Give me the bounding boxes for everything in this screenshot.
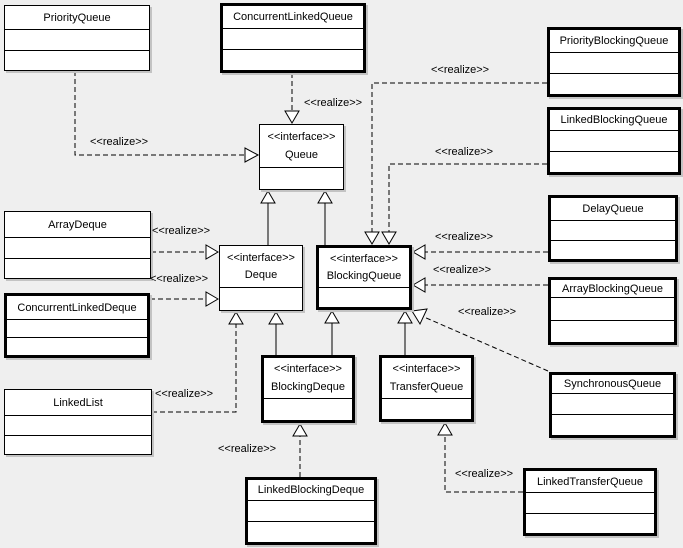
- methods-compartment: [526, 512, 654, 534]
- class-name: LinkedTransferQueue: [537, 475, 643, 488]
- members-compartment: [264, 398, 352, 420]
- realize-label: <<realize>>: [433, 264, 492, 276]
- members-compartment: [220, 287, 302, 310]
- class-box-arrayblockingqueue: ArrayBlockingQueue: [548, 277, 677, 345]
- class-name: Deque: [244, 269, 278, 282]
- stereotype-label: <<interface>>: [267, 131, 336, 143]
- stereotype-label: <<interface>>: [392, 363, 461, 376]
- class-box-linkedblockingqueue: LinkedBlockingQueue: [547, 107, 681, 175]
- methods-compartment: [5, 434, 151, 455]
- attributes-compartment: [248, 500, 374, 521]
- stereotype-label: <<interface>>: [227, 251, 295, 264]
- generalization-transferqueue-blockingqueue: [397, 310, 413, 355]
- realize-label: <<realize>>: [304, 97, 363, 109]
- class-name: LinkedBlockingDeque: [257, 484, 365, 496]
- class-box-linkedlist: LinkedList: [4, 389, 152, 455]
- realize-label: <<realize>>: [455, 468, 514, 480]
- class-name: ConcurrentLinkedQueue: [233, 11, 353, 23]
- class-name: ConcurrentLinkedDeque: [17, 301, 137, 314]
- methods-compartment: [7, 337, 147, 355]
- realize-arraydeque-deque: [151, 244, 219, 260]
- stereotype-label: <<interface>>: [274, 363, 342, 376]
- class-box-priorityqueue: PriorityQueue: [4, 5, 150, 71]
- methods-compartment: [551, 239, 675, 260]
- class-box-arraydeque: ArrayDeque: [4, 211, 151, 279]
- class-name: SynchronousQueue: [563, 378, 662, 390]
- realize-linkedtransferqueue-transferqueue: [437, 422, 523, 493]
- class-name: LinkedBlockingQueue: [560, 114, 668, 126]
- members-compartment: [319, 287, 409, 307]
- generalization-blockingdeque-blockingqueue: [324, 310, 340, 355]
- generalization-blockingdeque-deque: [268, 311, 284, 355]
- attributes-compartment: [552, 393, 673, 414]
- realize-label: <<realize>>: [431, 64, 490, 76]
- realize-label: <<realize>>: [90, 136, 149, 148]
- attributes-compartment: [5, 415, 151, 435]
- class-name: ArrayDeque: [48, 218, 107, 231]
- generalization-blockingqueue-queue: [317, 190, 333, 245]
- attributes-compartment: [551, 297, 674, 320]
- realize-label: <<realize>>: [435, 146, 494, 158]
- class-name: LinkedList: [53, 396, 103, 409]
- realize-priorityblockingqueue-blockingqueue: [364, 82, 547, 245]
- attributes-compartment: [5, 29, 149, 50]
- class-name: PriorityQueue: [43, 11, 111, 24]
- methods-compartment: [223, 49, 363, 70]
- class-box-synchronousqueue: SynchronousQueue: [549, 372, 676, 438]
- methods-compartment: [248, 521, 374, 542]
- realize-synchronousqueue-blockingqueue: [411, 308, 549, 372]
- class-box-concurrentlinkeddeque: ConcurrentLinkedDeque: [4, 293, 150, 358]
- class-name: BlockingDeque: [271, 380, 345, 393]
- methods-compartment: [552, 414, 673, 435]
- class-name: TransferQueue: [389, 380, 464, 393]
- attributes-compartment: [551, 220, 675, 240]
- realize-delayqueue-blockingqueue: [412, 244, 548, 260]
- class-box-linkedtransferqueue: LinkedTransferQueue: [523, 468, 657, 536]
- methods-compartment: [5, 49, 149, 71]
- class-box-priorityblockingqueue: PriorityBlockingQueue: [547, 27, 681, 97]
- attributes-compartment: [223, 28, 363, 49]
- realize-label: <<realize>>: [458, 306, 517, 318]
- realize-concurrentlinkedqueue-queue: [284, 73, 300, 124]
- attributes-compartment: [526, 492, 654, 513]
- interface-box-deque: <<interface>> Deque: [219, 245, 303, 311]
- realize-label: <<realize>>: [150, 273, 209, 285]
- class-name: BlockingQueue: [326, 270, 402, 282]
- class-box-delayqueue: DelayQueue: [548, 195, 678, 262]
- realize-label: <<realize>>: [152, 225, 211, 237]
- methods-compartment: [550, 73, 678, 94]
- attributes-compartment: [550, 52, 678, 73]
- methods-compartment: [550, 151, 678, 172]
- interface-box-transferqueue: <<interface>> TransferQueue: [379, 355, 474, 422]
- realize-concurrentlinkeddeque-deque: [150, 291, 219, 307]
- realize-linkedblockingdeque-blockingdeque: [292, 423, 308, 477]
- interface-box-queue: <<interface>> Queue: [259, 124, 344, 190]
- class-box-concurrentlinkedqueue: ConcurrentLinkedQueue: [220, 3, 366, 73]
- class-box-linkedblockingdeque: LinkedBlockingDeque: [245, 477, 377, 545]
- class-name: ArrayBlockingQueue: [562, 282, 663, 295]
- stereotype-label: <<interface>>: [330, 253, 398, 265]
- realize-label: <<realize>>: [218, 443, 277, 455]
- members-compartment: [260, 167, 343, 189]
- members-compartment: [382, 398, 471, 419]
- class-name: DelayQueue: [582, 203, 644, 215]
- realize-label: <<realize>>: [155, 388, 214, 400]
- generalization-deque-queue: [260, 190, 276, 245]
- realize-linkedlist-deque: [152, 311, 244, 413]
- realize-linkedblockingqueue-blockingqueue: [381, 163, 547, 245]
- realize-priorityqueue-queue: [74, 71, 260, 163]
- class-name: Queue: [284, 149, 319, 161]
- class-name: PriorityBlockingQueue: [559, 35, 669, 47]
- attributes-compartment: [5, 237, 150, 258]
- attributes-compartment: [550, 130, 678, 151]
- interface-box-blockingdeque: <<interface>> BlockingDeque: [261, 355, 355, 423]
- realize-arrayblockingqueue-blockingqueue: [412, 277, 548, 293]
- realize-label: <<realize>>: [435, 231, 494, 243]
- interface-box-blockingqueue: <<interface>> BlockingQueue: [316, 245, 412, 310]
- methods-compartment: [5, 257, 150, 279]
- attributes-compartment: [7, 319, 147, 337]
- methods-compartment: [551, 319, 674, 343]
